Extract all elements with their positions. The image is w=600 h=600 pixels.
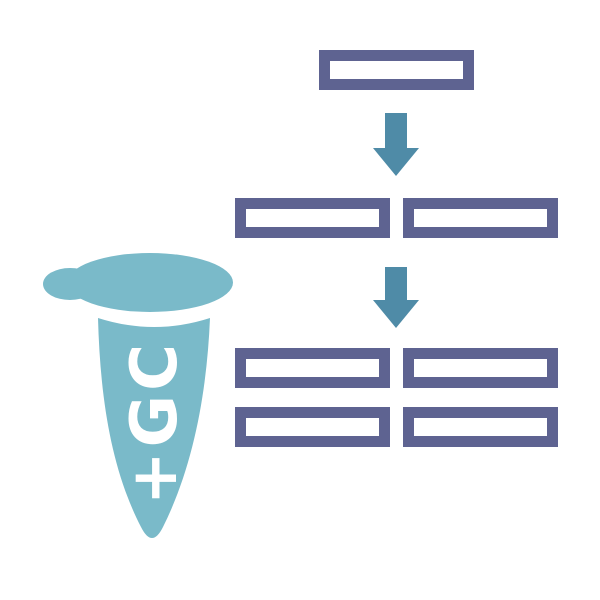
dna-generation-row-2 — [235, 198, 558, 238]
tube-label: +GC — [118, 340, 192, 505]
dna-generation-row-1 — [235, 50, 558, 90]
dna-fragment — [319, 50, 474, 90]
dna-fragment — [235, 198, 390, 238]
down-arrow-1 — [373, 113, 419, 176]
tube-body — [98, 318, 210, 538]
dna-generation-row-3 — [235, 348, 558, 447]
dna-fragment — [403, 198, 558, 238]
down-arrow-shaft — [385, 113, 407, 148]
dna-fragment — [403, 407, 558, 447]
down-arrow-2 — [373, 267, 419, 328]
tube-cap — [67, 253, 233, 312]
dna-fragment — [403, 348, 558, 388]
dna-fragment — [235, 348, 390, 388]
dna-fragment — [235, 407, 390, 447]
down-arrow-head — [373, 300, 419, 328]
down-arrow-shaft — [385, 267, 407, 300]
down-arrow-head — [373, 148, 419, 176]
